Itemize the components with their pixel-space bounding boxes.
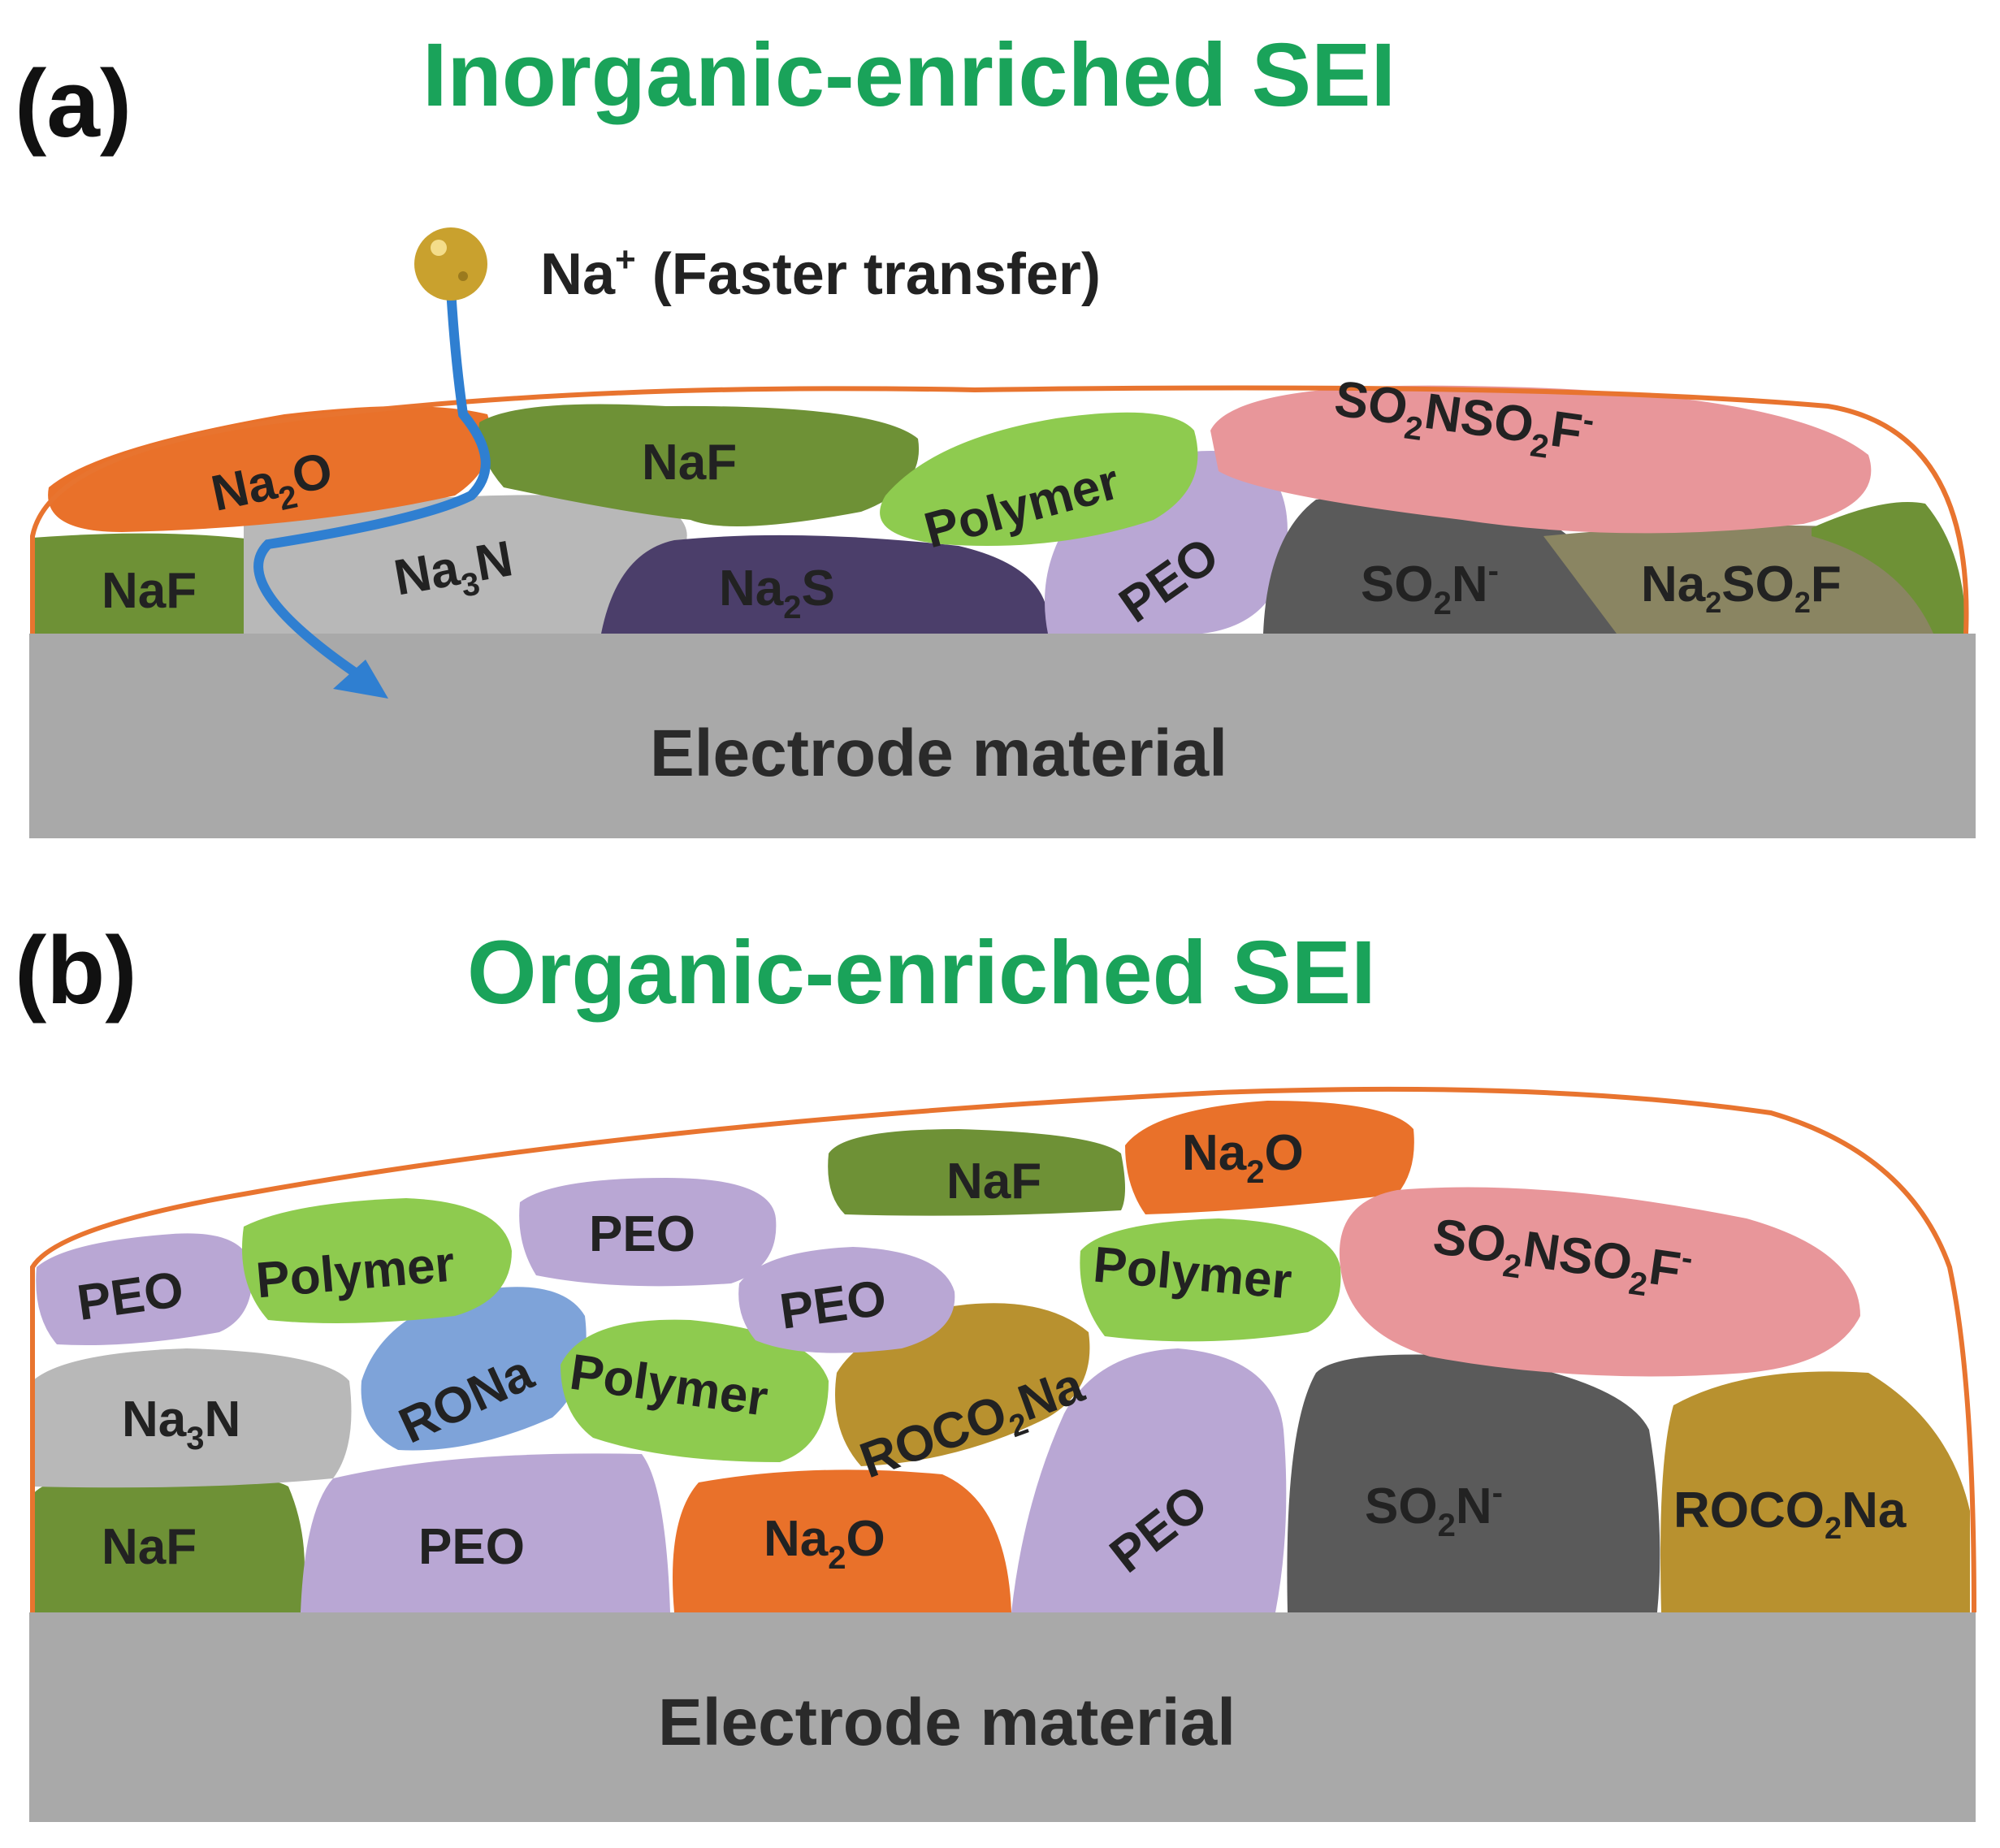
panel-a-naf-top-blob (478, 404, 920, 526)
panel-a: (a) Inorganic-enriched SEI Na+ (Faster t… (15, 25, 1976, 838)
panel-b-na2o-top-label: Na2O (1182, 1125, 1304, 1190)
panel-a-letter: (a) (15, 50, 132, 158)
panel-b-peo-mid2-blob (738, 1247, 955, 1353)
panel-a-naf-top-label: NaF (642, 435, 737, 491)
panel-a-naf-left-label: NaF (102, 563, 197, 619)
panel-a-naf-right-blob (1812, 502, 1966, 634)
panel-b-na2o-bottom-blob (673, 1469, 1011, 1612)
panel-b-na3n-blob (32, 1348, 352, 1488)
panel-b: (b) Organic-enriched SEI NaF Na2O PEO Po… (15, 917, 1976, 1822)
panel-a-na-transfer-arrow (253, 283, 491, 679)
panel-b-letter: (b) (15, 917, 137, 1024)
panel-b-peo-mid-label: PEO (589, 1206, 695, 1262)
panel-b-peo-left-blob (36, 1233, 253, 1345)
panel-b-naf-top-blob (828, 1129, 1125, 1216)
panel-a-na2so2f-label: Na2SO2F (1641, 556, 1842, 619)
panel-a-electrode-label: Electrode material (650, 716, 1227, 790)
panel-b-sei-shell (30, 1086, 1976, 1613)
panel-b-peo-bottom-blob (301, 1453, 670, 1612)
panel-a-naf-left-blob (32, 533, 268, 634)
panel-b-polymer-2-blob (1080, 1218, 1341, 1342)
panel-b-roco2na-right-label: ROCO2Na (1673, 1482, 1907, 1546)
panel-a-so2n-label: SO2N- (1361, 553, 1499, 621)
panel-b-naf-bottom-blob (32, 1474, 305, 1612)
panel-b-polymer-1-blob (242, 1198, 512, 1323)
panel-b-electrode-label: Electrode material (658, 1686, 1236, 1759)
panel-a-na2s-label: Na2S (719, 560, 835, 625)
panel-a-na2o-blob (48, 406, 492, 532)
panel-b-peo-tilt-blob (1011, 1348, 1287, 1612)
panel-b-na2o-top-blob (1125, 1101, 1414, 1214)
panel-b-so2n-label: SO2N- (1365, 1475, 1503, 1543)
panel-b-naf-top-label: NaF (946, 1153, 1041, 1210)
panel-b-na3n-label: Na3N (122, 1391, 240, 1456)
panel-a-so2n-blob (1263, 496, 1617, 634)
panel-a-ion-label: Na+ (Faster transfer) (540, 240, 1101, 307)
panel-a-title: Inorganic-enriched SEI (422, 25, 1396, 125)
sodium-ion-icon (414, 227, 487, 301)
panel-b-title: Organic-enriched SEI (467, 923, 1376, 1023)
panel-b-roco2na-right-blob (1660, 1371, 1970, 1612)
panel-b-polymer-3-blob (561, 1319, 829, 1462)
panel-b-naf-bottom-label: NaF (102, 1519, 197, 1575)
panel-b-na2o-bottom-label: Na2O (764, 1511, 885, 1576)
panel-a-na2o-label: Na2O (206, 442, 339, 530)
panel-b-peo-bottom-label: PEO (418, 1519, 525, 1575)
panel-b-so2nso2f-blob (1339, 1187, 1860, 1377)
panel-a-so2nso2f-blob (1210, 385, 1872, 534)
panel-b-so2n-blob (1287, 1354, 1660, 1612)
panel-a-na2s-blob (601, 534, 1049, 634)
panel-b-peo-mid-blob (519, 1178, 777, 1287)
panel-b-rona-blob (361, 1287, 587, 1451)
panel-a-polymer-blob (880, 412, 1198, 546)
panel-b-electrode (29, 1612, 1976, 1822)
panel-a-na2so2f-blob (1543, 525, 1958, 634)
panel-a-sei-shell (30, 385, 1969, 634)
panel-a-arrow-head-icon (333, 660, 388, 699)
